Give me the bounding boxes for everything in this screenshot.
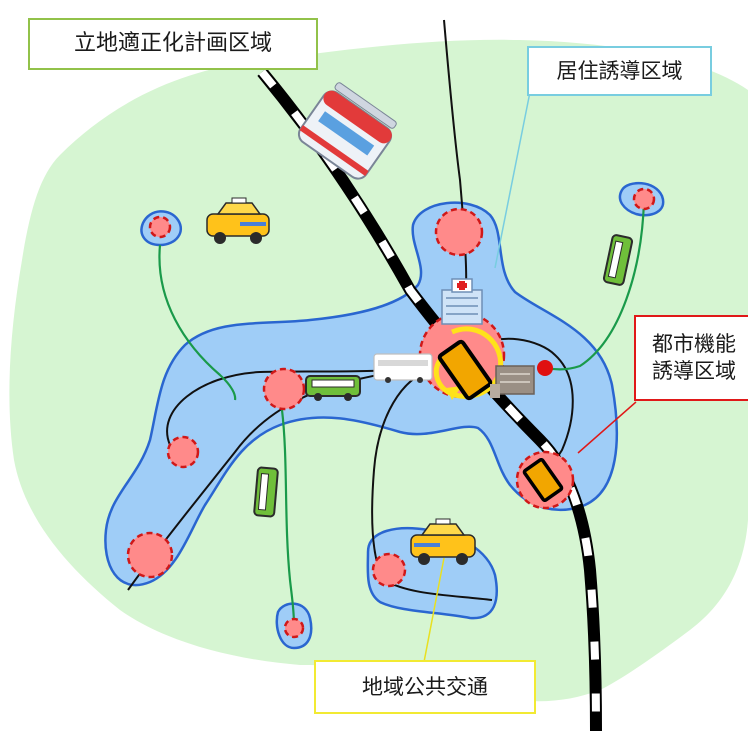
hub-southwest [126,531,174,579]
railway-ties [258,69,600,731]
building-icon [490,365,535,398]
route-line-south [371,367,493,601]
label-connectors [423,91,637,663]
hospital-icon [441,278,483,325]
bus-stop-dot [537,360,553,376]
station-southeast [522,457,564,503]
bus-icon [305,375,361,401]
station-central [437,339,493,401]
hub-ne-small [632,187,656,211]
connector-toshi [577,401,637,454]
hub-far-west [166,435,200,469]
chiiki-transport-label: 地域公共交通 [314,660,536,714]
swirl-icon [433,326,504,399]
connector-chiiki [423,557,445,663]
hub-west [262,367,306,411]
hub-north [434,207,484,257]
hub-nw-small [148,215,172,239]
bus-icon [602,234,634,286]
toshi-kino-label-line1: 都市機能 [652,332,736,356]
swirl-arrow-icon [446,386,462,400]
taxi-icon [410,518,476,565]
train-icon [297,82,397,180]
railway [257,68,602,731]
connector-kyoju [494,91,531,269]
residential-area-main [104,201,619,587]
taxi-icon [206,197,270,244]
hub-sw-small [283,617,305,639]
bus-icon [253,466,279,518]
hub-south [371,552,407,588]
toshi-kino-label-line2: 誘導区域 [652,359,736,384]
kyoju-area-label: 居住誘導区域 [527,46,712,96]
bus-route-ne [546,199,646,371]
toshi-kino-area-label: 都市機能 誘導区域 [634,315,748,401]
bus-route-sw [280,409,296,626]
bus-routes [158,199,646,626]
ricchi-area-label: 立地適正化計画区域 [28,18,318,70]
bus-icon [373,353,433,383]
bus-route-nw [158,244,237,401]
